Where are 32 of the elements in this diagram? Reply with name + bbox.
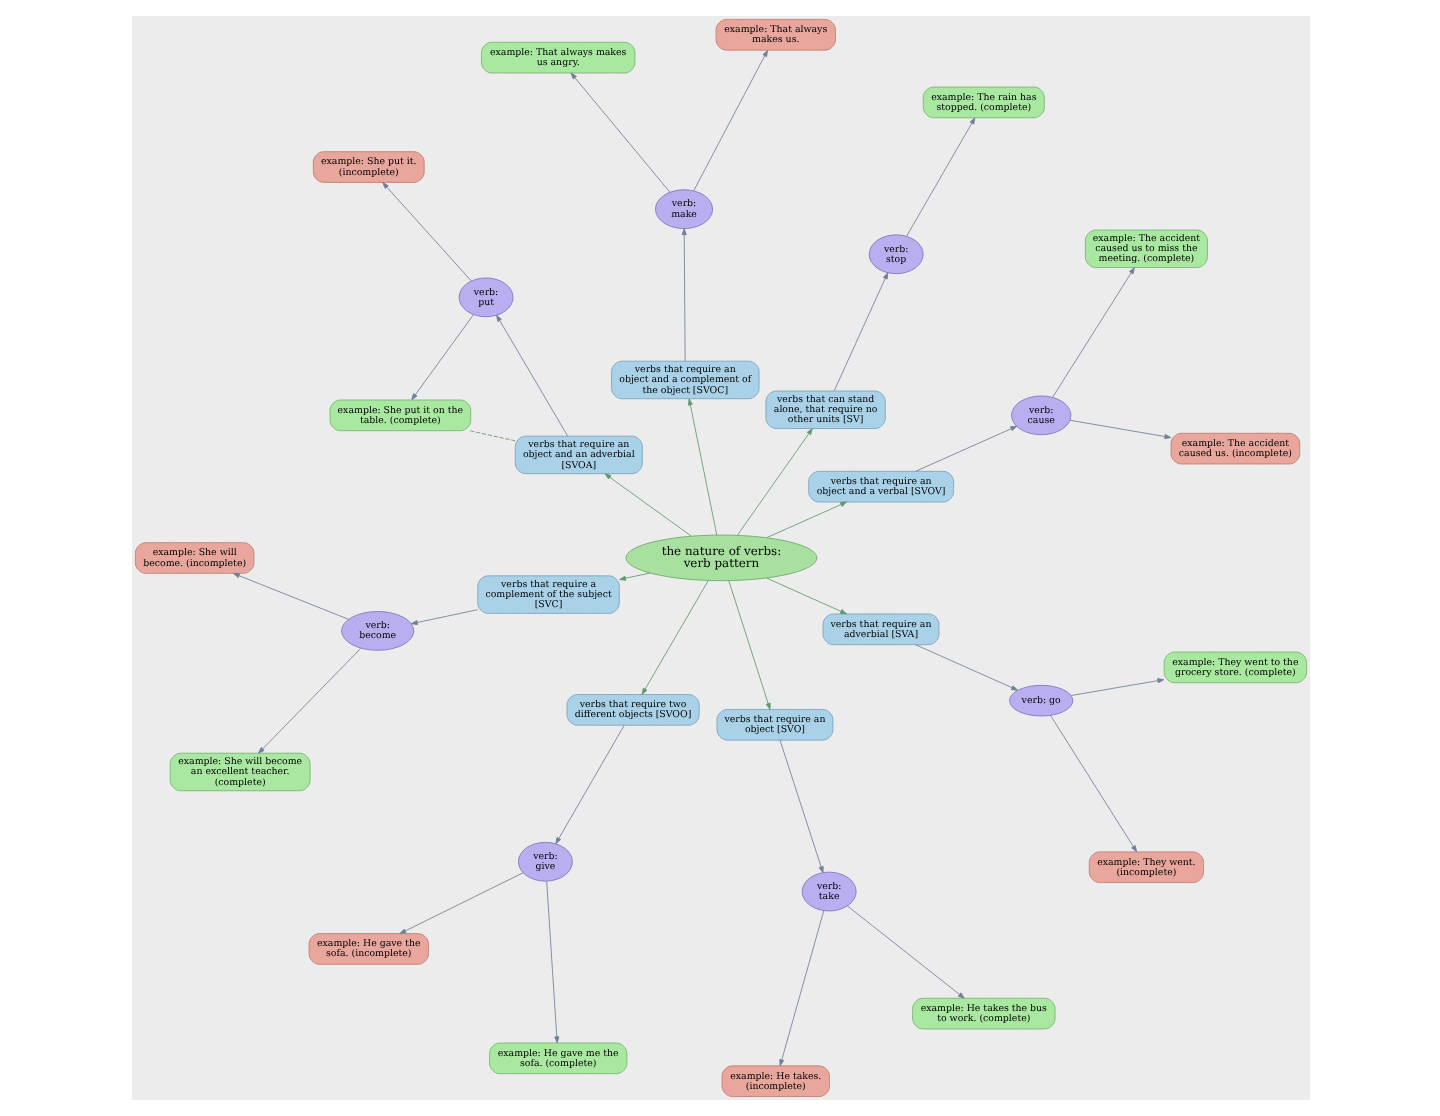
arrow <box>778 910 824 1067</box>
arrow <box>914 644 1018 691</box>
arrow <box>232 573 349 620</box>
arrow <box>727 580 770 710</box>
arrow <box>832 272 888 392</box>
arrow <box>1068 419 1171 440</box>
arrow <box>692 49 767 192</box>
arrow <box>914 425 1017 472</box>
arrow <box>410 314 474 401</box>
arrow <box>765 501 847 539</box>
arrow <box>495 314 568 437</box>
arrow <box>545 880 559 1044</box>
arrow <box>381 182 471 282</box>
arrow <box>686 398 717 536</box>
arrow <box>640 580 708 695</box>
arrow <box>603 473 691 537</box>
arrow <box>905 117 975 237</box>
arrow <box>1070 678 1164 696</box>
arrow <box>409 609 477 625</box>
arrow <box>618 572 650 581</box>
arrow <box>554 724 624 845</box>
arrow <box>398 872 523 935</box>
arrow <box>778 739 823 874</box>
arrow <box>736 428 812 536</box>
arrow <box>765 577 846 615</box>
arrow <box>1051 267 1134 398</box>
arrow <box>846 905 964 999</box>
arrow <box>257 647 361 754</box>
connector <box>468 430 515 442</box>
arrow <box>680 228 686 362</box>
arrow <box>569 72 670 193</box>
arrow <box>1049 715 1137 853</box>
